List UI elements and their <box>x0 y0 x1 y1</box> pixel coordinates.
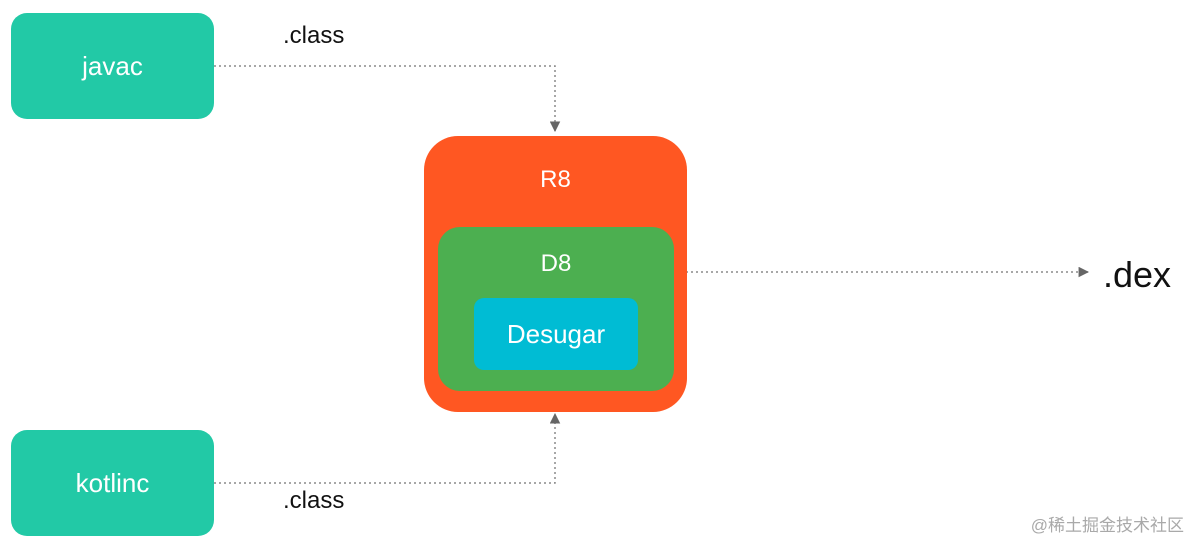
r8-node: R8 D8 Desugar <box>424 136 687 412</box>
d8-node: D8 Desugar <box>438 227 674 391</box>
desugar-node: Desugar <box>474 298 638 370</box>
dex-output-label: .dex <box>1103 254 1172 295</box>
class-label-bottom: .class <box>283 487 345 514</box>
d8-label: D8 <box>540 250 572 277</box>
kotlinc-label: kotlinc <box>75 467 150 498</box>
javac-to-r8-edge <box>214 65 561 133</box>
javac-label: javac <box>82 50 143 81</box>
class-label-top: .class <box>283 22 345 49</box>
watermark: @稀土掘金技术社区 <box>1030 516 1184 535</box>
desugar-label: Desugar <box>506 318 606 349</box>
kotlinc-node: kotlinc <box>11 430 214 536</box>
r8-label: R8 <box>540 166 571 193</box>
kotlinc-to-r8-edge <box>214 412 561 484</box>
javac-node: javac <box>11 13 214 119</box>
